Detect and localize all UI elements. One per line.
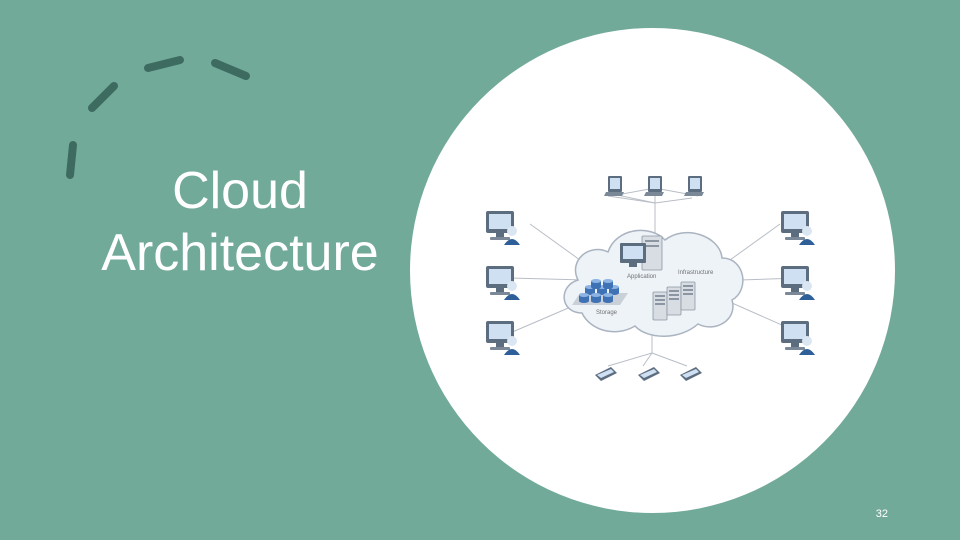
- laptop-icon: [684, 176, 704, 196]
- page-number: 32: [875, 508, 888, 520]
- slide-title: Cloud Architecture: [60, 160, 420, 284]
- laptop-icon: [644, 176, 664, 196]
- laptop-icon: [604, 176, 624, 196]
- title-line-2: Architecture: [101, 224, 379, 282]
- computer-icon: [486, 266, 520, 300]
- cloud-icon: [563, 229, 744, 337]
- database-icon: [572, 279, 628, 305]
- application-label: Application: [627, 274, 656, 280]
- computer-icon: [781, 266, 815, 300]
- computer-icon: [781, 211, 815, 245]
- mobile-device-icon: [638, 367, 660, 381]
- computer-icon: [486, 321, 520, 355]
- computer-icon: [781, 321, 815, 355]
- image-circle-frame: Application Infrastructure Storage: [410, 28, 895, 513]
- mobile-device-icon: [680, 367, 702, 381]
- infrastructure-label: Infrastructure: [678, 270, 714, 276]
- storage-label: Storage: [596, 310, 618, 316]
- title-line-1: Cloud: [172, 162, 308, 220]
- cloud-architecture-diagram: Application Infrastructure Storage: [486, 176, 815, 381]
- computer-icon: [486, 211, 520, 245]
- application-server-icon: [620, 235, 663, 271]
- mobile-device-icon: [595, 367, 617, 381]
